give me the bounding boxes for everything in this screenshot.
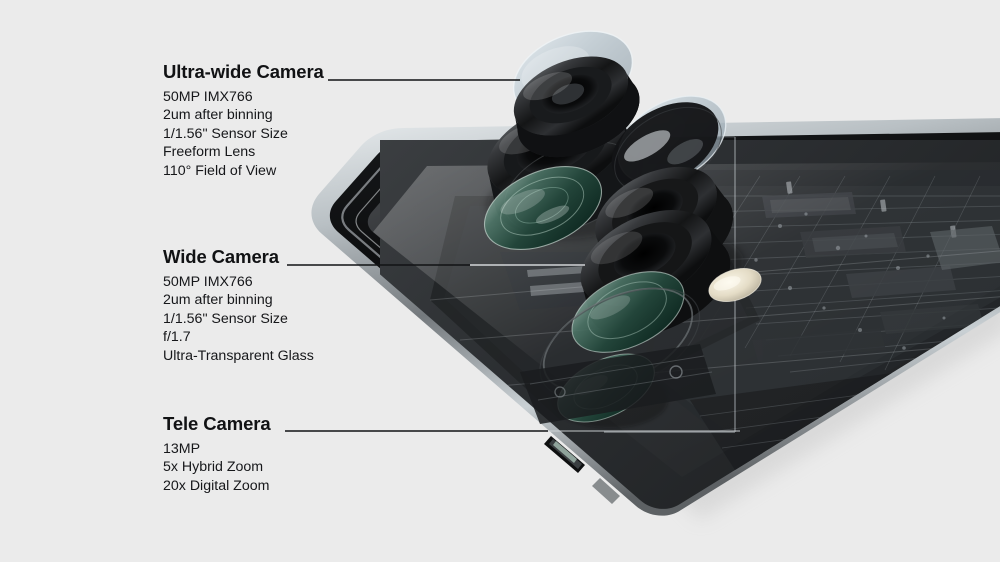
spec-item: 110° Field of View xyxy=(163,162,277,179)
phone-side-button xyxy=(544,436,585,473)
spec-item: Ultra-Transparent Glass xyxy=(163,347,314,364)
led-flash xyxy=(708,268,762,302)
spec-list-wide: 50MP IMX766 2um after binning 1/1.56" Se… xyxy=(163,273,314,366)
spec-item: 20x Digital Zoom xyxy=(163,477,270,494)
lens-element-wide xyxy=(572,271,684,353)
leader-lines xyxy=(285,79,740,432)
callout-title-ultra-wide: Ultra-wide Camera xyxy=(163,61,324,82)
spec-item: 2um after binning xyxy=(163,292,273,309)
spec-item: 1/1.56" Sensor Size xyxy=(163,125,288,142)
callout-ultra-wide: Ultra-wide Camera 50MP IMX766 2um after … xyxy=(163,61,324,181)
spec-list-tele: 13MP 5x Hybrid Zoom 20x Digital Zoom xyxy=(163,440,271,496)
callout-title-wide: Wide Camera xyxy=(163,246,279,267)
spec-item: 13MP xyxy=(163,440,201,457)
callout-tele: Tele Camera 13MP 5x Hybrid Zoom 20x Digi… xyxy=(163,413,271,496)
spec-item: 50MP IMX766 xyxy=(163,88,253,105)
spec-item: Freeform Lens xyxy=(163,144,256,161)
spec-item: 5x Hybrid Zoom xyxy=(163,459,264,476)
lens-assembly-wide xyxy=(539,95,744,400)
callout-wide: Wide Camera 50MP IMX766 2um after binnin… xyxy=(163,246,314,366)
spec-item: f/1.7 xyxy=(163,329,191,346)
lens-bracket-wide xyxy=(611,102,719,188)
spec-item: 1/1.56" Sensor Size xyxy=(163,310,288,327)
lens-element-uw xyxy=(484,166,602,250)
lens-assembly-tele xyxy=(520,344,716,428)
callout-title-tele: Tele Camera xyxy=(163,413,271,434)
spec-item: 2um after binning xyxy=(163,107,273,124)
spec-item: 50MP IMX766 xyxy=(163,273,253,290)
spec-list-ultra-wide: 50MP IMX766 2um after binning 1/1.56" Se… xyxy=(163,88,324,181)
